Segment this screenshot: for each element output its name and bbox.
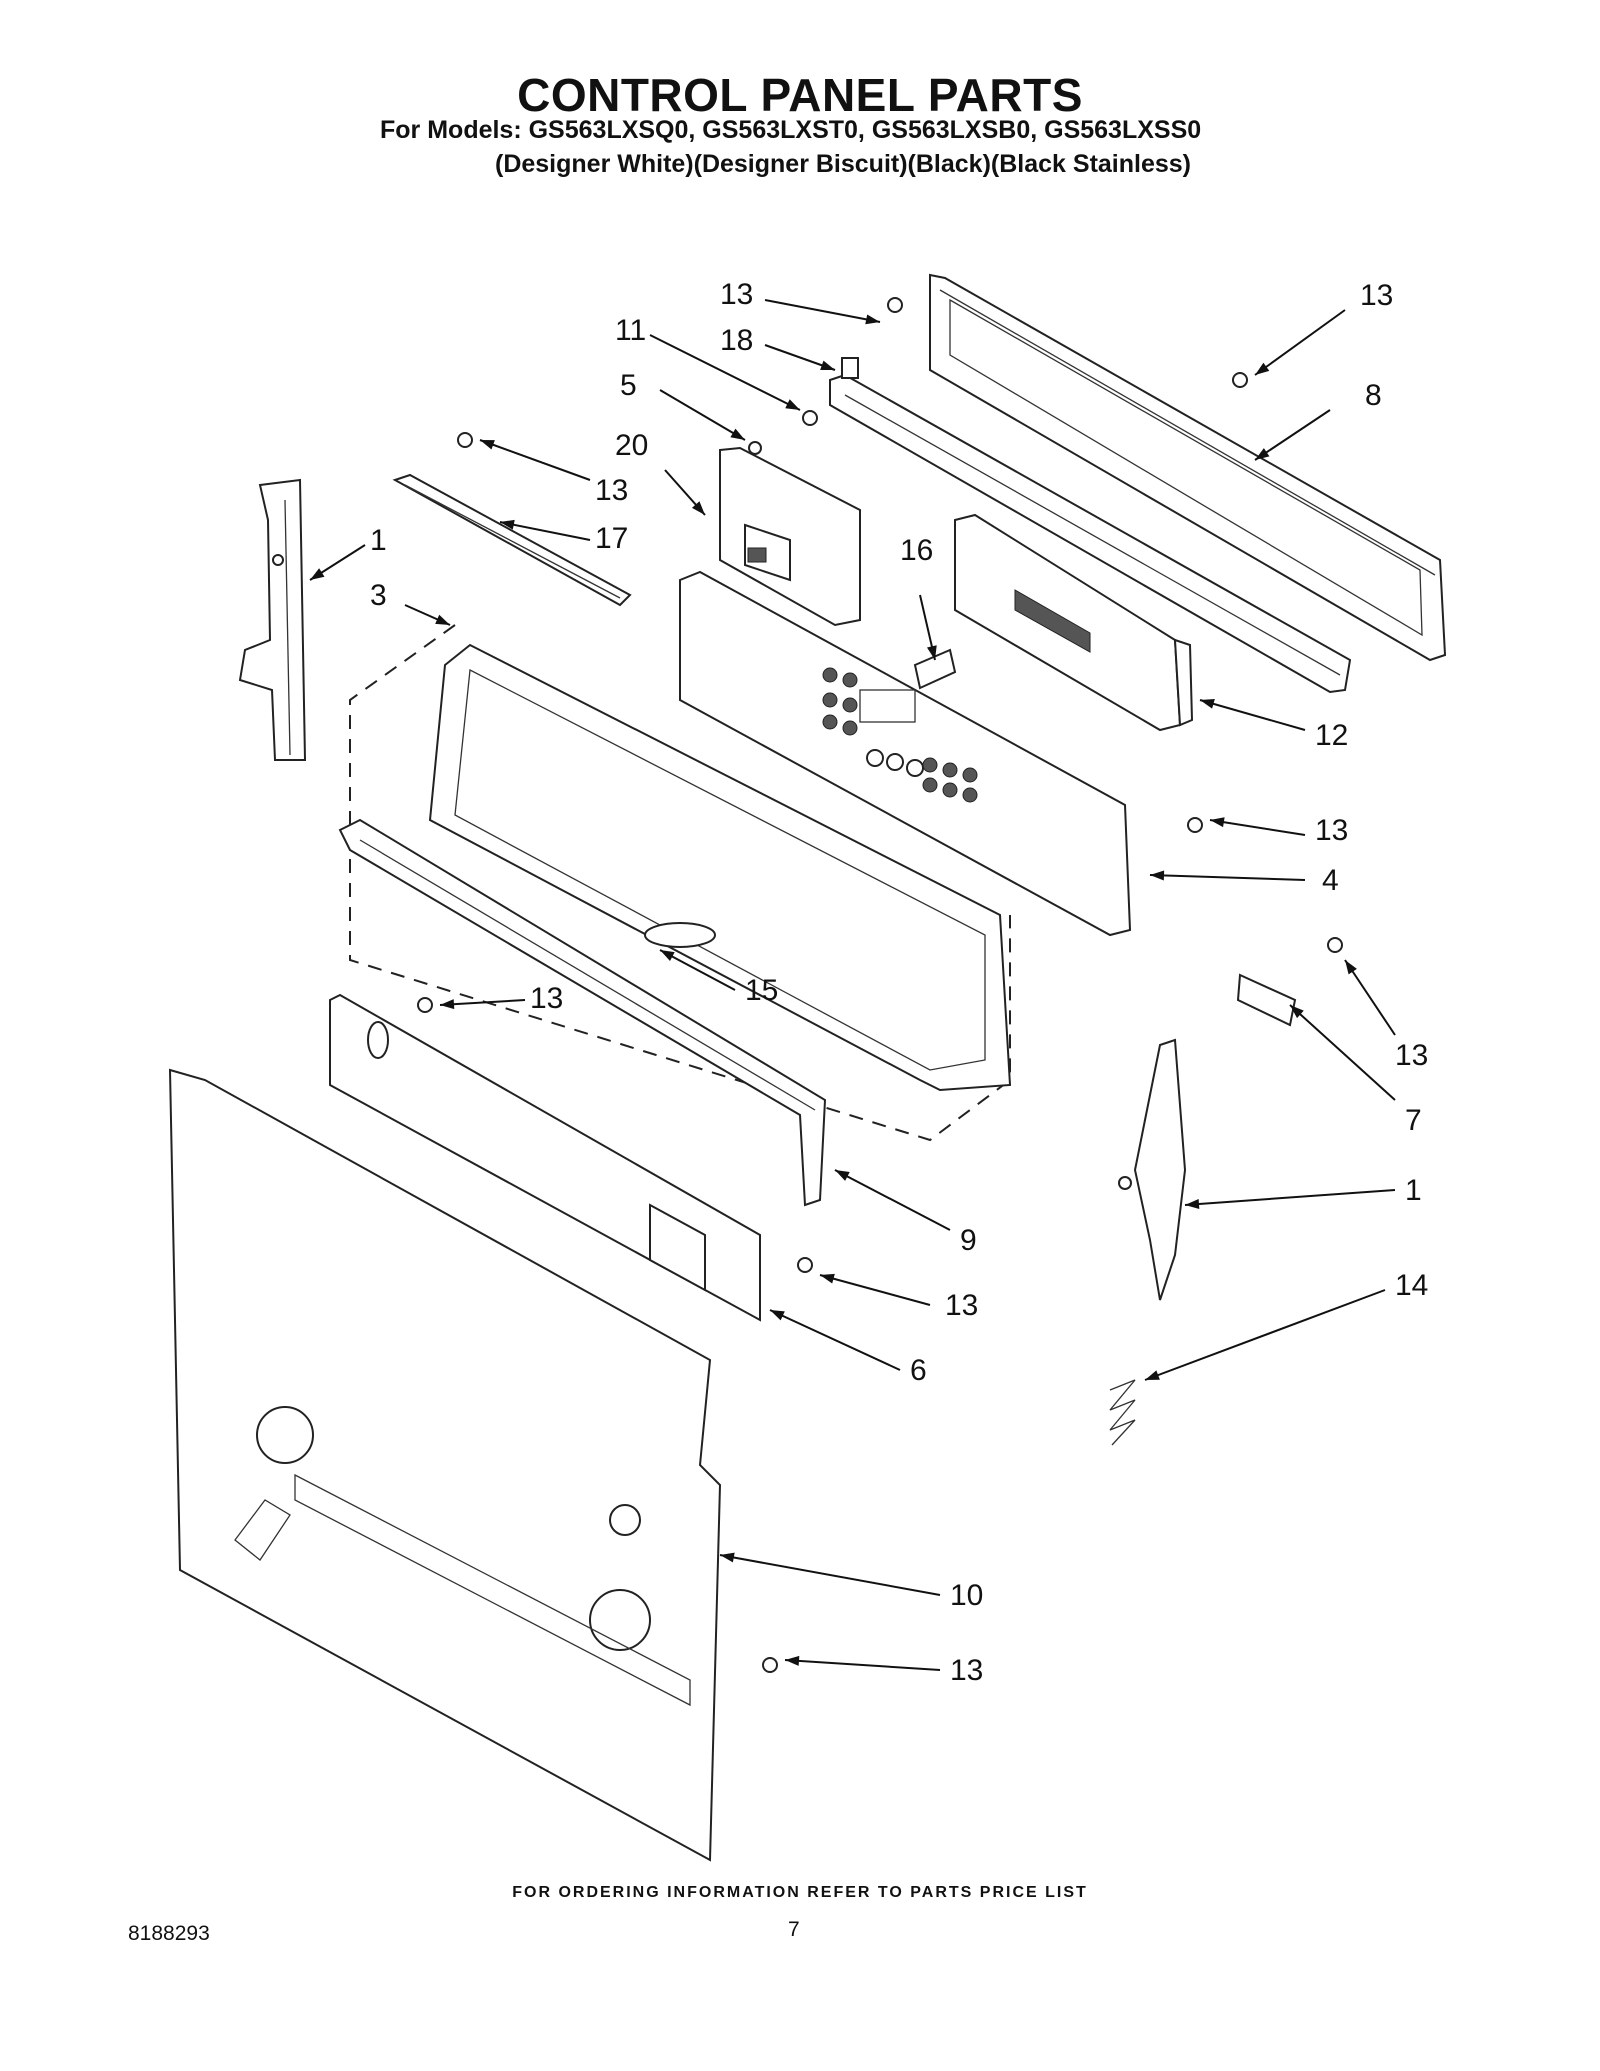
leader-arrowhead xyxy=(480,440,495,450)
part-10-rear-panel xyxy=(168,1068,722,1862)
callout-14: 14 xyxy=(1395,1269,1428,1302)
leader-arrowhead xyxy=(785,399,800,410)
callout-15: 15 xyxy=(745,974,778,1007)
leader-arrowhead xyxy=(770,1310,785,1321)
callout-8: 8 xyxy=(1365,379,1382,412)
callout-6: 6 xyxy=(910,1354,927,1387)
ordering-note: FOR ORDERING INFORMATION REFER TO PARTS … xyxy=(512,1884,1088,1901)
callout-11: 11 xyxy=(615,314,646,347)
callout-5: 5 xyxy=(620,369,637,402)
callout-13: 13 xyxy=(1395,1039,1428,1072)
callout-labels: 13 18 11 5 20 13 17 1 3 16 13 8 12 13 4 … xyxy=(370,278,1428,1687)
leader-arrowhead xyxy=(660,950,675,961)
colors-subtitle: (Designer White)(Designer Biscuit)(Black… xyxy=(495,150,1191,178)
part-12-control-housing xyxy=(954,513,1194,732)
page-number: 7 xyxy=(788,1918,800,1941)
front-trim-frame xyxy=(428,643,1012,1092)
callout-13: 13 xyxy=(950,1654,983,1687)
part-4-console-panel xyxy=(679,570,1132,937)
leader-arrowhead xyxy=(1185,1199,1200,1209)
callout-1: 1 xyxy=(1405,1174,1422,1207)
part-16-spacer xyxy=(913,648,957,690)
leader-arrowhead xyxy=(1255,448,1270,460)
leader-arrowhead xyxy=(310,568,325,580)
callout-12: 12 xyxy=(1315,719,1348,752)
leader-arrowhead xyxy=(785,1655,800,1666)
keypad-buttons xyxy=(822,667,978,803)
callout-10: 10 xyxy=(950,1579,983,1612)
callout-3: 3 xyxy=(370,579,387,612)
part-1-right-end-bracket xyxy=(1118,1038,1187,1301)
callout-1: 1 xyxy=(370,524,387,557)
document-number: 8188293 xyxy=(128,1922,210,1945)
callout-13: 13 xyxy=(530,982,563,1015)
leader-arrowhead xyxy=(1290,1005,1304,1019)
callout-7: 7 xyxy=(1405,1104,1422,1137)
callout-17: 17 xyxy=(595,522,628,555)
callout-18: 18 xyxy=(720,324,753,357)
leader-arrowhead xyxy=(835,1170,850,1181)
leader-arrowhead xyxy=(926,645,937,660)
callout-13: 13 xyxy=(1315,814,1348,847)
part-9-lower-bracket xyxy=(338,818,827,1207)
callout-13: 13 xyxy=(1360,279,1393,312)
part-8-rear-frame xyxy=(929,273,1447,662)
leader-arrowhead xyxy=(440,999,455,1010)
screws xyxy=(417,297,1343,1673)
callout-13: 13 xyxy=(595,474,628,507)
callout-13: 13 xyxy=(945,1289,978,1322)
leader-arrowhead xyxy=(1200,699,1215,709)
callout-9: 9 xyxy=(960,1224,977,1257)
leader-arrowhead xyxy=(720,1552,735,1563)
leader-arrowhead xyxy=(820,1273,835,1284)
leader-arrowhead xyxy=(1210,817,1225,828)
leader-arrowhead xyxy=(730,428,745,440)
part-3-assembly-outline xyxy=(349,624,1011,1142)
leader-lines xyxy=(309,299,1396,1671)
leader-arrowhead xyxy=(820,360,835,370)
callout-16: 16 xyxy=(900,534,933,567)
part-18-bracket-rail xyxy=(829,357,1352,694)
leader-arrowhead xyxy=(1345,960,1357,975)
leader-arrowhead xyxy=(1150,870,1165,881)
page-title: CONTROL PANEL PARTS xyxy=(517,69,1083,121)
leader-arrowhead xyxy=(435,614,450,625)
part-20-switch-bracket xyxy=(719,441,861,627)
leader-arrowhead xyxy=(865,314,880,325)
models-subtitle: For Models: GS563LXSQ0, GS563LXST0, GS56… xyxy=(380,116,1202,144)
part-1-left-end-bracket xyxy=(238,478,307,761)
callout-20: 20 xyxy=(615,429,648,462)
leader-arrowhead xyxy=(691,501,705,515)
leader-arrowhead xyxy=(500,519,515,530)
part-14-spring xyxy=(1109,1379,1136,1446)
callout-4: 4 xyxy=(1322,864,1339,897)
leader-arrowhead xyxy=(1145,1370,1160,1380)
part-17-strip xyxy=(392,473,632,607)
leader-arrowhead xyxy=(1255,362,1270,375)
callout-13: 13 xyxy=(720,278,753,311)
part-6-shield-panel xyxy=(329,993,761,1322)
part-7-clip xyxy=(1236,973,1297,1027)
